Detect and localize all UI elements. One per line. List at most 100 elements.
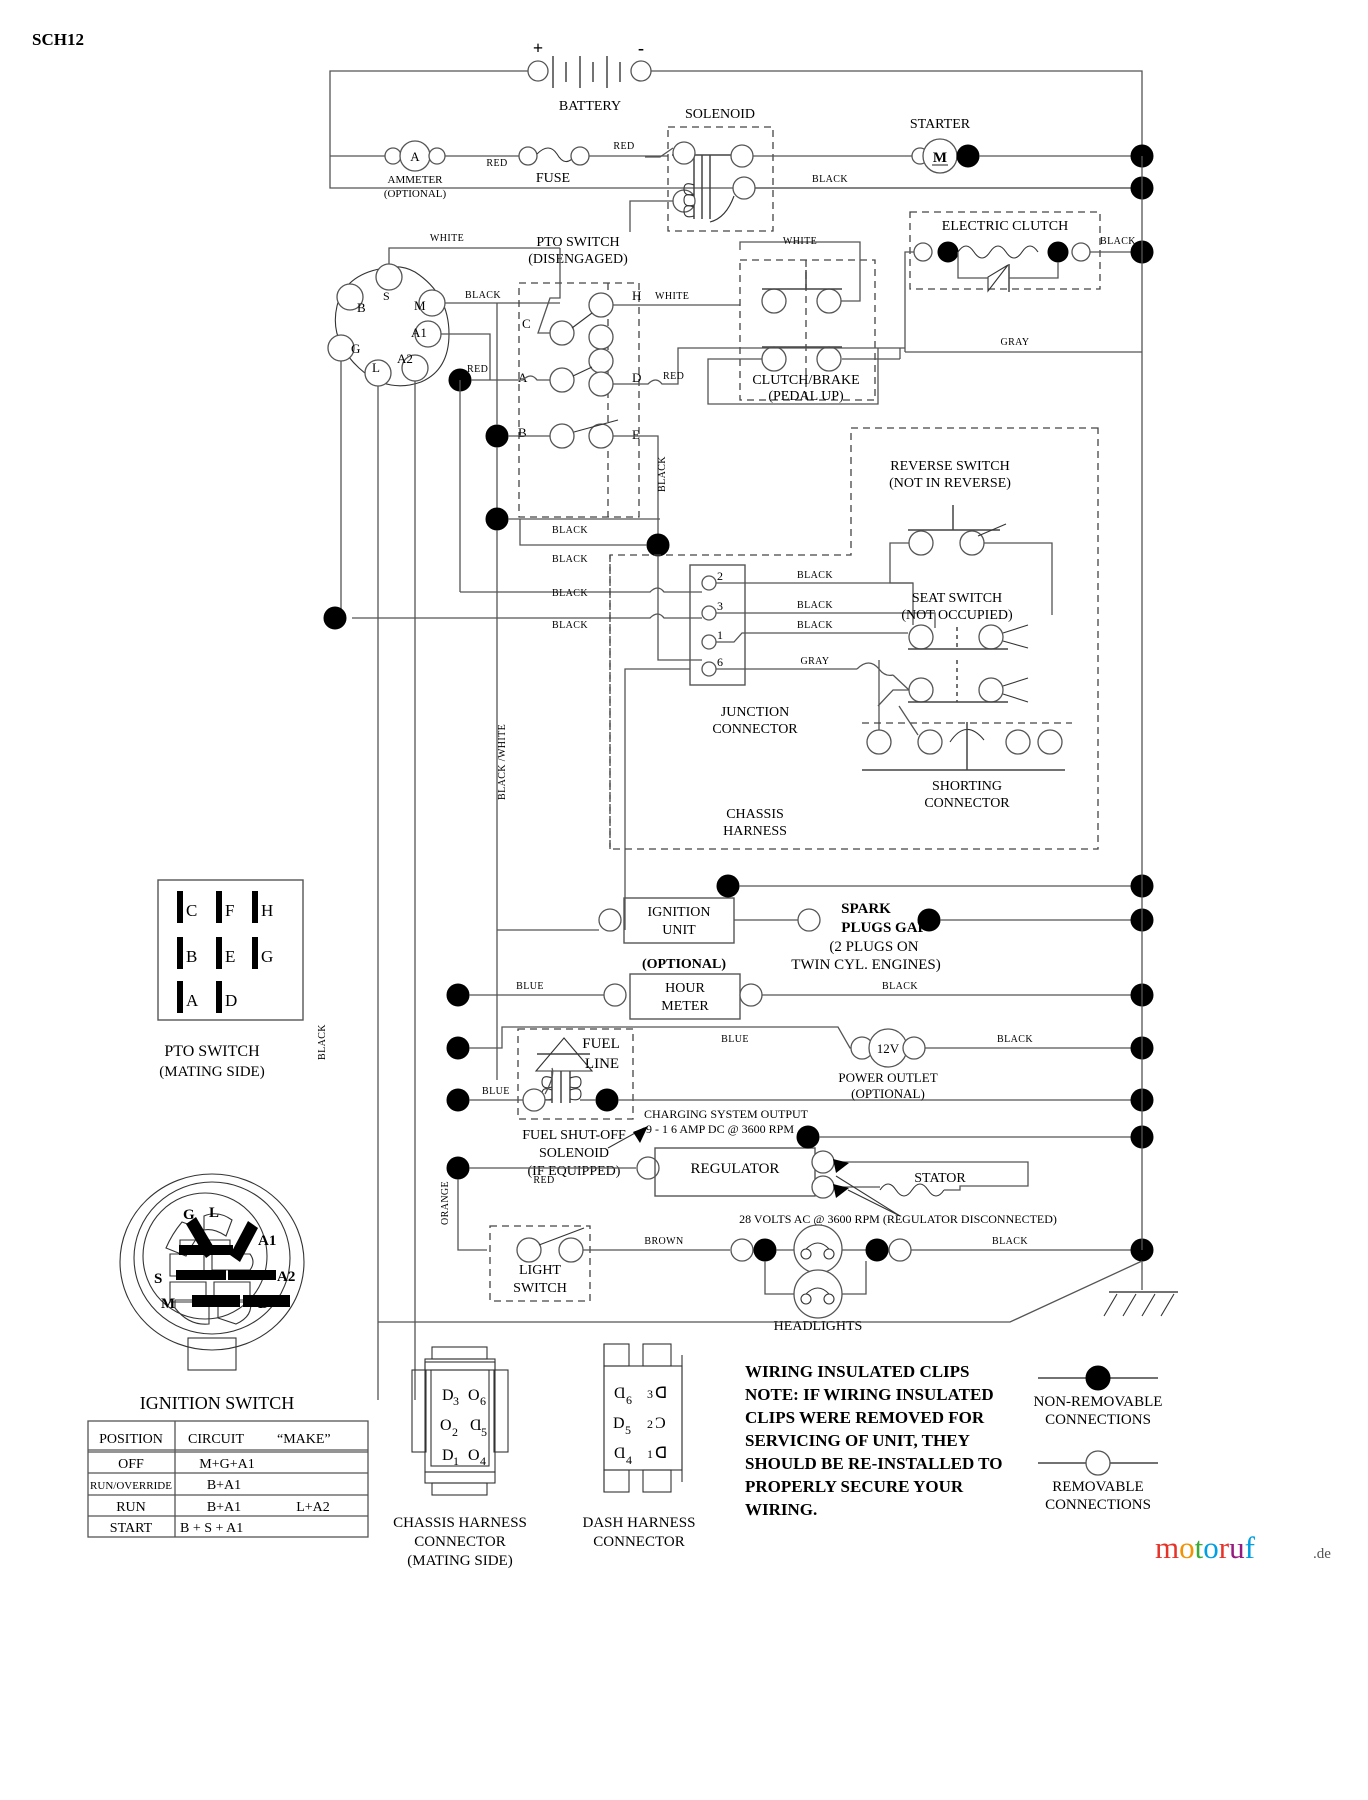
dash-conn-pin-6-num: 6 bbox=[626, 1393, 632, 1407]
chassis-harness-label-1: CHASSIS bbox=[726, 807, 784, 822]
regulator-body bbox=[654, 1147, 816, 1197]
table-header-make: “MAKE” bbox=[277, 1432, 331, 1447]
hour-meter-out-terminal bbox=[739, 983, 763, 1007]
spark-plug-dot bbox=[917, 908, 941, 932]
junction-pin-6-label: 6 bbox=[717, 655, 723, 669]
fuel-line-label-1: FUEL bbox=[582, 1036, 620, 1052]
chassis-conn-title-1: CHASSIS HARNESS bbox=[393, 1515, 527, 1531]
legend-removable-2: CONNECTIONS bbox=[1045, 1497, 1151, 1513]
ign-legend-pin-s: S bbox=[154, 1271, 162, 1287]
spark-label-2: PLUGS GAP bbox=[841, 920, 926, 936]
shorting-connector-group: SHORTING CONNECTOR bbox=[862, 705, 1072, 811]
dash-conn-pin-6: Ɑ bbox=[614, 1385, 626, 1402]
pto-switch-state: (DISENGAGED) bbox=[528, 252, 628, 267]
regulator-out-terminal-2 bbox=[811, 1175, 835, 1199]
black-vertical-e: BLACK BLACK bbox=[519, 435, 670, 596]
pto-terminal-c-alt bbox=[588, 324, 614, 350]
wire-label-gray-right: GRAY bbox=[1000, 337, 1029, 348]
hour-meter-in-terminal bbox=[603, 983, 627, 1007]
ignition-unit-group: IGNITION UNIT SPARK PLUGS GAP (2 PLUGS O… bbox=[497, 874, 1154, 973]
clutch-brake-boundary bbox=[739, 259, 876, 401]
fuel-right-dot bbox=[595, 1088, 619, 1112]
headlight-lamp-2 bbox=[793, 1269, 843, 1319]
shorting-connector-label-2: CONNECTOR bbox=[924, 796, 1010, 811]
headlight-lamp-1 bbox=[793, 1224, 843, 1274]
ignition-switch-table bbox=[87, 1420, 369, 1538]
chassis-conn-pin-2: O bbox=[440, 1417, 452, 1434]
ign-label-g: G bbox=[351, 341, 360, 356]
ammeter-fuse-row: A AMMETER (OPTIONAL) RED FUSE RED bbox=[330, 140, 668, 200]
pto-mating-pin-a: A bbox=[186, 991, 199, 1010]
hour-meter-label-2: METER bbox=[661, 999, 709, 1014]
pto-mating-subtitle: (MATING SIDE) bbox=[159, 1064, 264, 1080]
spark-plug-terminal bbox=[797, 908, 821, 932]
pto-terminal-a-label: A bbox=[518, 370, 528, 385]
table-header-circuit: CIRCUIT bbox=[188, 1432, 244, 1447]
pto-terminal-b-label: B bbox=[518, 425, 527, 440]
clutch-brake-label: CLUTCH/BRAKE bbox=[752, 373, 859, 388]
ign-terminal-b bbox=[336, 283, 364, 311]
power-outlet-group: BLUE 12V BLACK POWER OUTLET (OPTIONAL) bbox=[721, 1026, 1154, 1101]
regulator-top-dot bbox=[796, 1125, 820, 1149]
watermark-group: motoruf .de bbox=[1155, 1530, 1331, 1565]
regulator-in-terminal bbox=[636, 1156, 660, 1180]
notes-line-4: PROPERLY SECURE YOUR bbox=[745, 1477, 964, 1496]
battery-minus-label: - bbox=[638, 38, 644, 58]
dash-conn-title-1: DASH HARNESS bbox=[583, 1515, 696, 1531]
black-bus-dot bbox=[485, 507, 509, 531]
pto-terminal-e bbox=[588, 423, 614, 449]
shorting-terminal-1 bbox=[866, 729, 892, 755]
regulator-out-terminal-1 bbox=[811, 1150, 835, 1174]
fuel-solenoid-boundary bbox=[517, 1028, 634, 1120]
headlight-left-terminal bbox=[730, 1238, 754, 1262]
ignition-switch-legend-title: IGNITION SWITCH bbox=[140, 1393, 294, 1413]
pto-mating-pin-d: D bbox=[225, 991, 237, 1010]
dash-conn-pin-1: ꓷ bbox=[655, 1445, 667, 1462]
stator-label: STATOR bbox=[914, 1171, 966, 1186]
pto-terminal-a bbox=[549, 367, 575, 393]
ammeter-symbol: A bbox=[410, 149, 420, 164]
wire-label-black-bus2: BLACK bbox=[552, 554, 588, 565]
ammeter-optional-label: (OPTIONAL) bbox=[384, 188, 447, 200]
ign-terminal-s bbox=[375, 263, 403, 291]
seat-switch-terminal-4 bbox=[978, 677, 1004, 703]
wire-label-black-bus1: BLACK bbox=[552, 525, 588, 536]
table-row0-position: OFF bbox=[118, 1457, 144, 1472]
table-row1-circuit: B+A1 bbox=[207, 1478, 241, 1493]
pto-switch-title: PTO SWITCH bbox=[536, 235, 619, 250]
junction-pin-2-label: 2 bbox=[717, 569, 723, 583]
wire-label-black-left: BLACK bbox=[317, 1024, 328, 1060]
wiring-notes-group: WIRING INSULATED CLIPS NOTE: IF WIRING I… bbox=[745, 1362, 1002, 1519]
solenoid-label: SOLENOID bbox=[685, 107, 755, 122]
table-row1-position: RUN/OVERRIDE bbox=[90, 1480, 172, 1492]
pto-terminal-c bbox=[549, 320, 575, 346]
electric-clutch-group: ELECTRIC CLUTCH BLACK bbox=[904, 211, 1154, 352]
shorting-terminal-3 bbox=[1005, 729, 1031, 755]
pto-terminal-d-label: D bbox=[632, 370, 641, 385]
wire-label-black-vert: BLACK bbox=[657, 456, 668, 492]
pto-mating-pin-g: G bbox=[261, 947, 273, 966]
ign-label-a1: A1 bbox=[411, 325, 427, 340]
wire-label-black-j2: BLACK bbox=[797, 570, 833, 581]
chassis-conn-pin-6-num: 6 bbox=[480, 1394, 486, 1408]
clutch-brake-group: WHITE CLUTCH/BRAKE (PEDAL UP) WHITE RED … bbox=[613, 236, 1142, 405]
fuel-line-label-2: LINE bbox=[585, 1056, 619, 1072]
ammeter-label: AMMETER bbox=[388, 174, 444, 186]
seat-switch-label: SEAT SWITCH bbox=[912, 591, 1002, 606]
charging-output-label-1: CHARGING SYSTEM OUTPUT bbox=[644, 1107, 809, 1121]
table-row3-circuit: B + S + A1 bbox=[180, 1521, 243, 1536]
starter-group: STARTER M bbox=[910, 117, 1154, 200]
chassis-harness-label-2: HARNESS bbox=[723, 824, 787, 839]
light-headlight-group: ORANGE LIGHT SWITCH BROWN BLACK HEADLIGH… bbox=[440, 1179, 1154, 1334]
clutch-brake-state: (PEDAL UP) bbox=[768, 389, 844, 404]
chassis-conn-pin-2-num: 2 bbox=[452, 1425, 458, 1439]
stator-output-label: 28 VOLTS AC @ 3600 RPM (REGULATOR DISCON… bbox=[739, 1212, 1057, 1226]
ign-legend-pin-g: G bbox=[183, 1207, 195, 1223]
charging-output-label-2: 9 - 1 6 AMP DC @ 3600 RPM bbox=[646, 1122, 794, 1136]
pto-mating-blade-d bbox=[216, 981, 222, 1013]
clutch-left-dot bbox=[937, 241, 959, 263]
starter-label: STARTER bbox=[910, 117, 971, 132]
ign-legend-pin-l: L bbox=[209, 1205, 219, 1221]
power-outlet-right-terminal bbox=[902, 1036, 926, 1060]
right-bus-ground bbox=[378, 156, 1178, 1323]
